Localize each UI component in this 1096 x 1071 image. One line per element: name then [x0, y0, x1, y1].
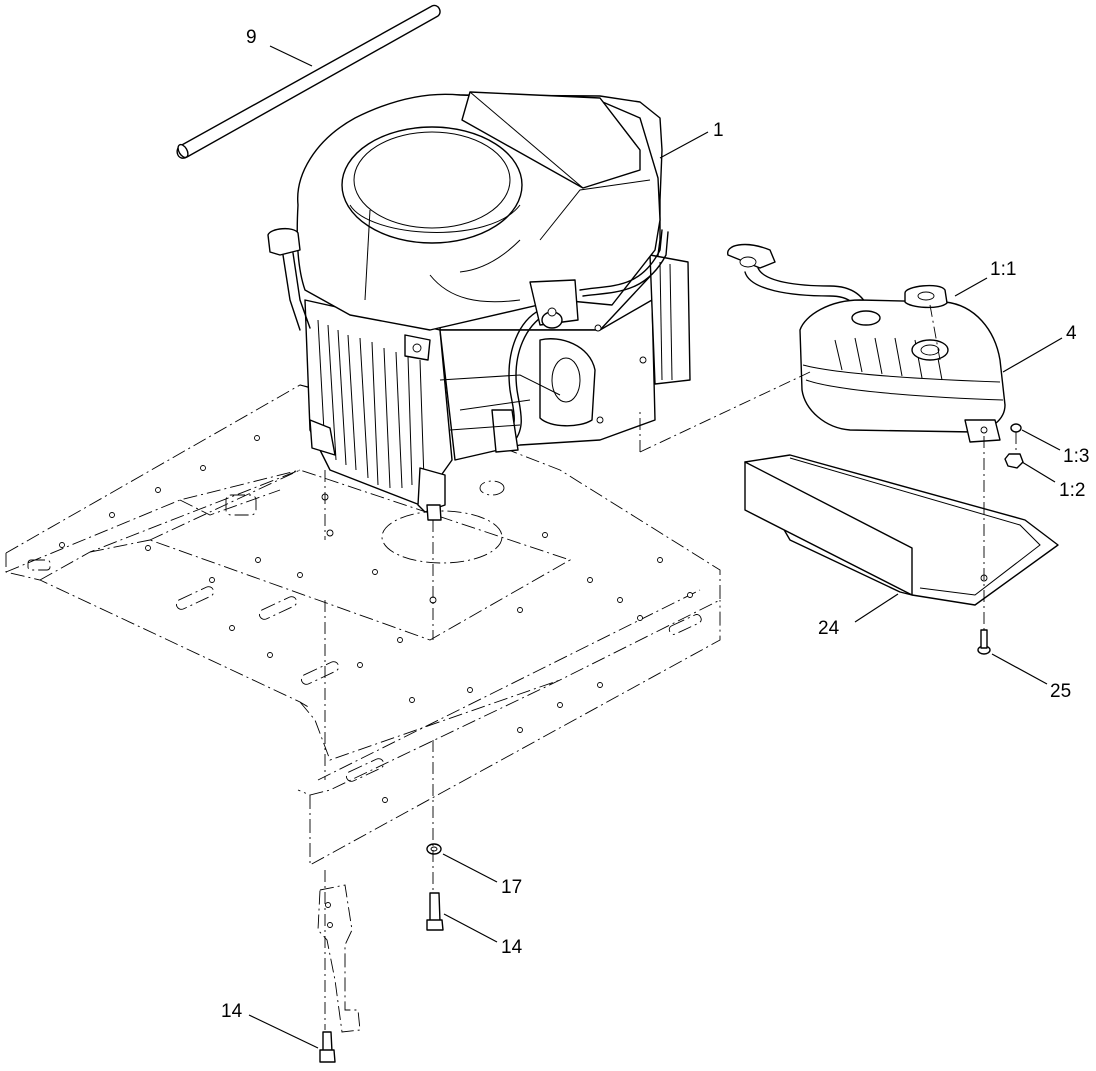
muffler-assembly: [639, 243, 1006, 453]
nut-1-2: [1004, 453, 1024, 469]
engine-assembly: [267, 91, 691, 521]
hardware: [317, 423, 1024, 1063]
callout-14-left: 14: [221, 1001, 243, 1022]
assembly-centerlines: [324, 304, 1017, 1030]
washer-1-3: [1010, 423, 1022, 433]
mower-frame-phantom: [5, 384, 721, 866]
callout-labels: 9 1 1:1 4 1:3 1:2 24 25 17 14 14: [221, 27, 1089, 1022]
fuel-hose-tube: [176, 4, 441, 159]
callout-1-2: 1:2: [1059, 480, 1085, 501]
callout-1: 1: [713, 120, 724, 141]
callout-24: 24: [818, 618, 840, 639]
callout-4: 4: [1066, 323, 1077, 344]
heat-shield: [744, 454, 1059, 606]
leader-lines: [248, 45, 1063, 1049]
callout-14-right: 14: [501, 937, 523, 958]
cooling-fins: [317, 319, 425, 489]
callout-25: 25: [1050, 681, 1071, 702]
callout-1-3: 1:3: [1063, 446, 1089, 467]
callout-17: 17: [501, 877, 522, 898]
callout-9: 9: [246, 27, 257, 48]
callout-1-1: 1:1: [990, 259, 1016, 280]
